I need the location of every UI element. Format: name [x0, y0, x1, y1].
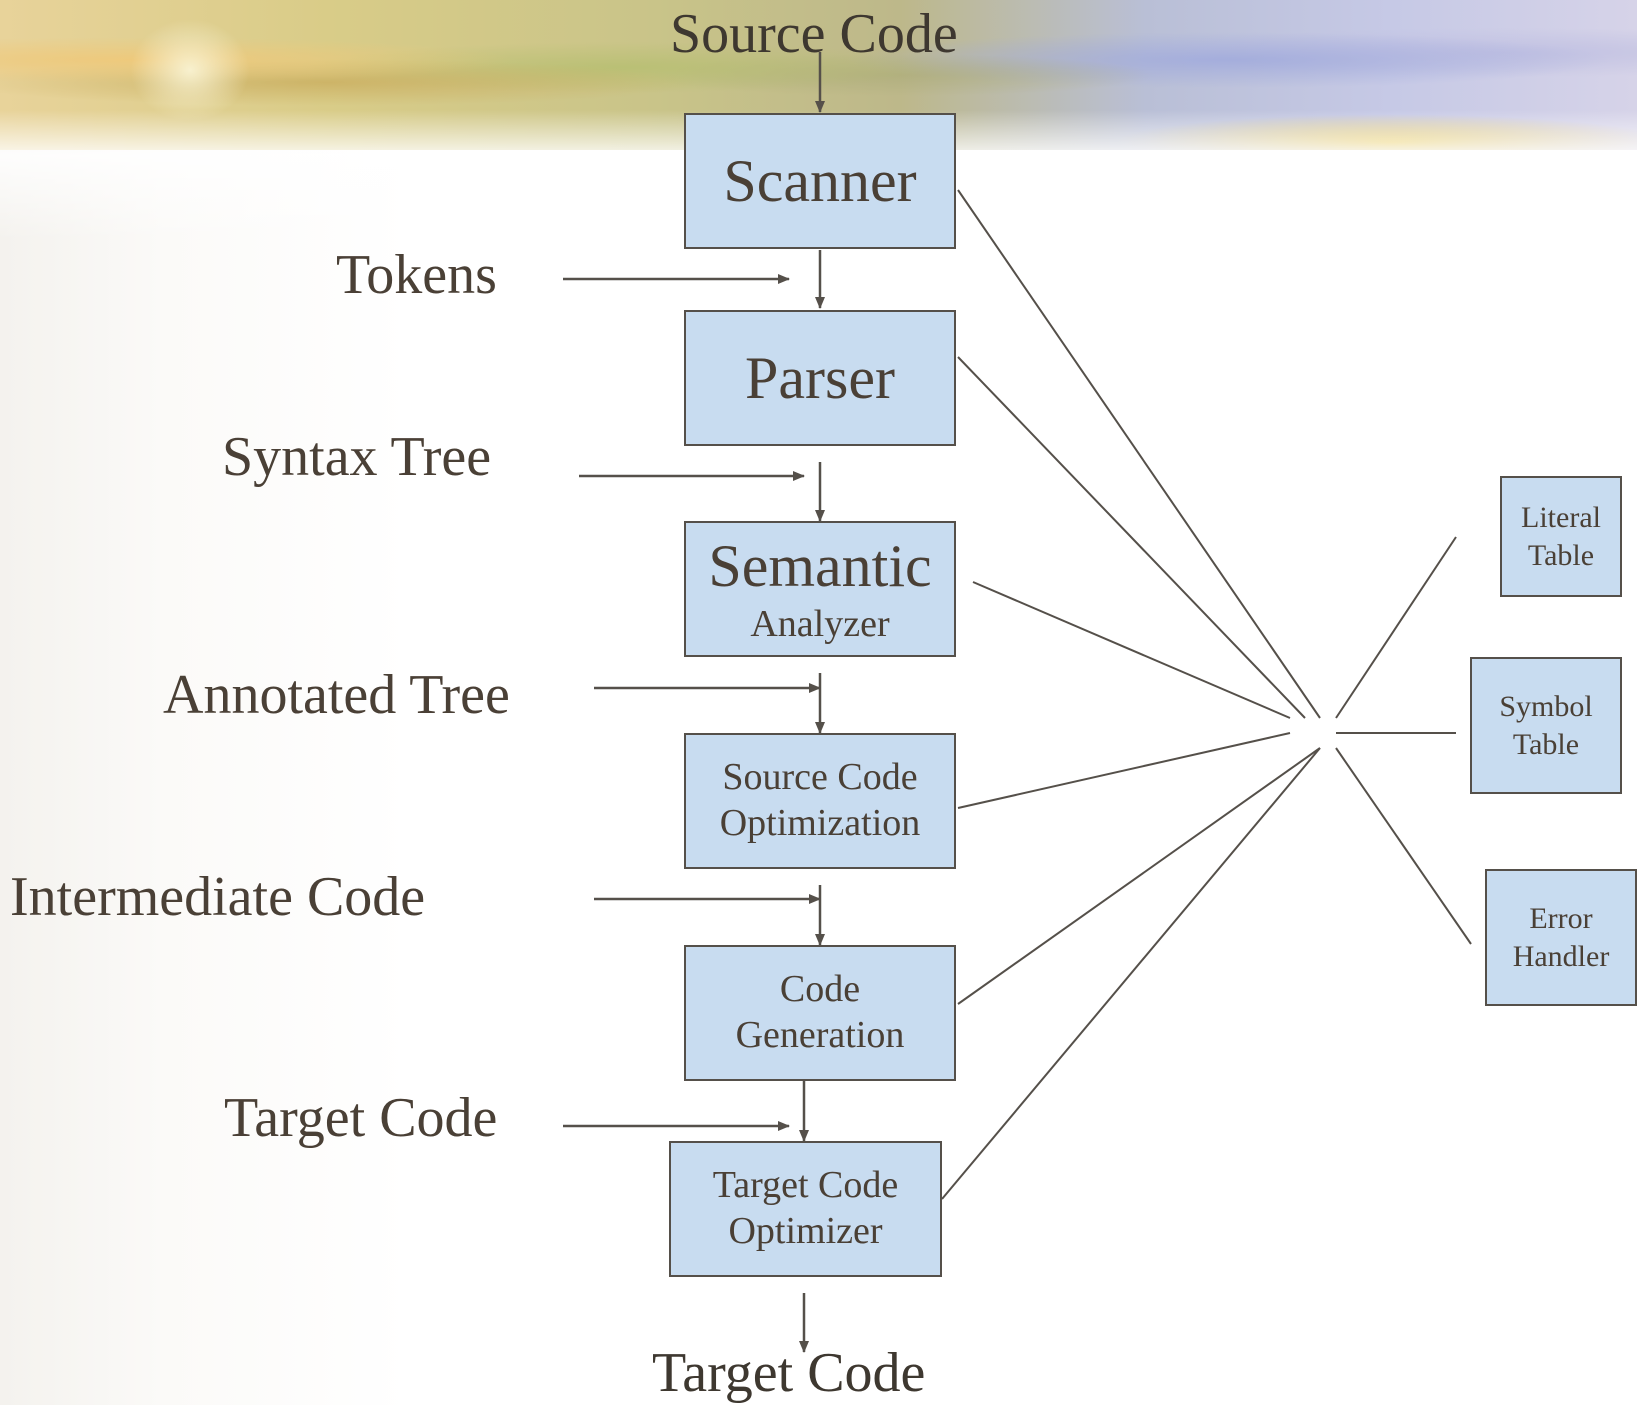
- syntax-tree-label: Syntax Tree: [222, 426, 492, 488]
- hub-line-parser: [957, 356, 1306, 719]
- annotated-tree-label: Annotated Tree: [163, 664, 510, 726]
- literal-table-line1: Literal: [1521, 501, 1601, 534]
- error-handler-line1: Error: [1529, 902, 1593, 935]
- hub-line-literal: [1335, 536, 1457, 719]
- hub-line-source-opt: [957, 732, 1291, 809]
- code-generation-line1: Code: [779, 968, 861, 1011]
- hub-line-scanner: [957, 189, 1321, 719]
- symbol-table-line2: Table: [1512, 727, 1580, 761]
- semantic-label: Semantic: [708, 533, 932, 600]
- source-code-input-label: Source Code: [670, 3, 958, 65]
- parser-box: Parser: [684, 310, 956, 446]
- literal-table-line2: Table: [1527, 538, 1595, 572]
- error-handler-box: Error Handler: [1485, 869, 1637, 1006]
- code-generation-line2: Generation: [735, 1014, 905, 1056]
- source-code-opt-line1: Source Code: [722, 756, 918, 799]
- target-code-optimizer-line1: Target Code: [712, 1164, 899, 1207]
- symbol-table-box: Symbol Table: [1470, 657, 1622, 794]
- source-code-opt-line2: Optimization: [719, 802, 921, 844]
- code-generation-box: Code Generation: [684, 945, 956, 1081]
- scanner-label: Scanner: [723, 148, 917, 214]
- error-handler-line2: Handler: [1512, 939, 1610, 973]
- target-code-output-label: Target Code: [652, 1342, 926, 1404]
- hub-line-code-gen: [957, 747, 1321, 1005]
- literal-table-box: Literal Table: [1500, 476, 1622, 597]
- semantic-analyzer-box: Semantic Analyzer: [684, 521, 956, 657]
- target-code-optimizer-line2: Optimizer: [728, 1210, 883, 1252]
- symbol-table-line1: Symbol: [1499, 690, 1593, 723]
- hub-line-error: [1335, 747, 1472, 945]
- source-code-optimization-box: Source Code Optimization: [684, 733, 956, 869]
- target-code-optimizer-box: Target Code Optimizer: [669, 1141, 942, 1277]
- tokens-label: Tokens: [336, 244, 497, 306]
- hub-line-semantic: [972, 581, 1291, 719]
- analyzer-label: Analyzer: [750, 603, 890, 646]
- target-code-label: Target Code: [224, 1087, 498, 1149]
- scanner-box: Scanner: [684, 113, 956, 249]
- intermediate-code-label: Intermediate Code: [10, 866, 426, 928]
- parser-label: Parser: [745, 345, 895, 411]
- hub-line-target-opt: [941, 747, 1321, 1200]
